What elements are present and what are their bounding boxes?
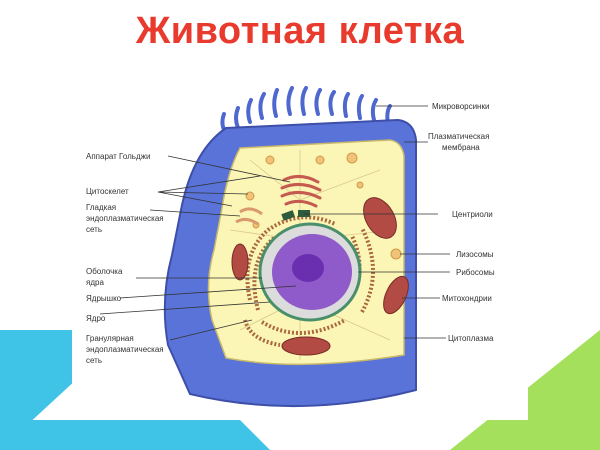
label-ribosomes: Рибосомы xyxy=(456,268,495,277)
label-nuclear-envelope-1: Оболочка xyxy=(86,267,123,276)
nucleolus xyxy=(292,254,324,282)
label-nucleus: Ядро xyxy=(86,314,106,323)
centrioles xyxy=(281,210,310,221)
label-smooth-er-3: сеть xyxy=(86,225,102,234)
label-mitochondria: Митохондрии xyxy=(442,294,492,303)
microvilli xyxy=(220,86,392,136)
label-lysosomes: Лизосомы xyxy=(456,250,494,259)
label-nuclear-envelope-2: ядра xyxy=(86,278,104,287)
label-rough-er-3: сеть xyxy=(86,356,102,365)
label-golgi: Аппарат Гольджи xyxy=(86,152,150,161)
smooth-er xyxy=(235,207,263,226)
label-rough-er-2: эндоплазматическая xyxy=(86,345,164,354)
label-plasma-membrane-2: мембрана xyxy=(442,143,480,152)
mitochondria xyxy=(231,197,409,356)
label-rough-er-1: Гранулярная xyxy=(86,334,134,343)
label-cytoskeleton: Цитоскелет xyxy=(86,187,129,196)
label-smooth-er-1: Гладкая xyxy=(86,203,116,212)
label-smooth-er-2: эндоплазматическая xyxy=(86,214,164,223)
label-microvilli: Микроворсинки xyxy=(432,102,489,111)
leader-lines xyxy=(99,105,450,341)
label-cytoplasm: Цитоплазма xyxy=(448,334,494,343)
golgi-apparatus xyxy=(280,175,322,208)
rough-er xyxy=(243,215,375,347)
page-title: Животная клетка xyxy=(135,10,465,52)
cyan-bottom-shape xyxy=(0,420,270,450)
label-centrioles: Центриоли xyxy=(452,210,493,219)
label-nucleolus: Ядрышко xyxy=(86,294,122,303)
label-plasma-membrane-1: Плазматическая xyxy=(428,132,489,141)
